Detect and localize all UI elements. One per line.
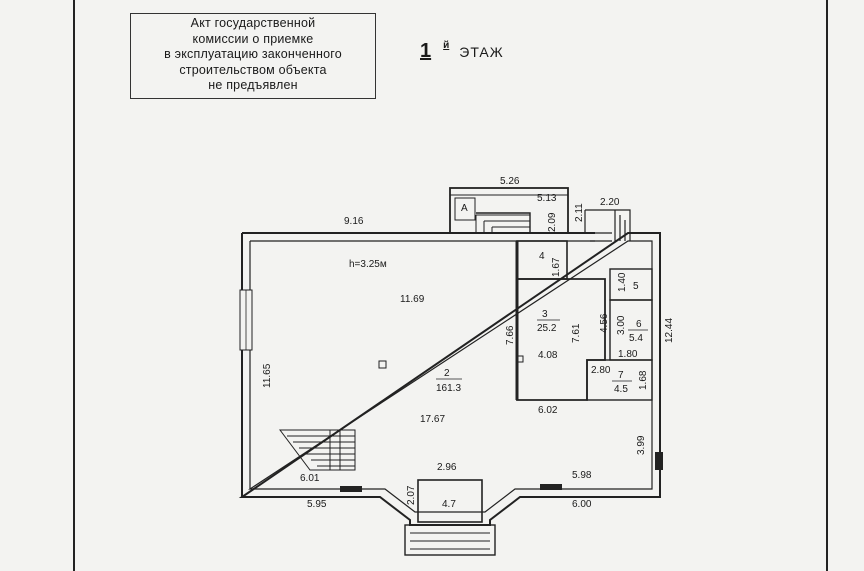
dim-porch-top: 5.26 <box>500 176 520 187</box>
dim-bottom-right-upper: 5.98 <box>572 470 592 481</box>
entry-area: 4.7 <box>442 499 456 510</box>
dim-porch-side: 2.09 <box>547 212 558 232</box>
dim-room7-side: 1.68 <box>638 370 649 390</box>
room-5-number: 5 <box>633 281 639 292</box>
dim-room7-top: 2.80 <box>591 365 611 376</box>
dim-entry-side: 2.07 <box>406 485 417 505</box>
room-4-number: 4 <box>539 251 545 262</box>
room-2-number: 2 <box>444 368 450 379</box>
room-7 <box>586 359 653 401</box>
stamp-line: строительством объекта <box>179 62 327 77</box>
dim-room3-left: 7.66 <box>505 325 516 345</box>
stamp-line: Акт государственной <box>190 16 316 30</box>
ceiling-height: h=3.25м <box>349 259 387 270</box>
dim-room3-right: 7.61 <box>571 323 582 343</box>
room-7-area: 4.5 <box>614 384 628 395</box>
dim-porch-right: 2.11 <box>574 203 585 222</box>
frame-left-line <box>73 0 75 571</box>
dim-right-top: 2.20 <box>600 197 620 208</box>
window-right <box>655 452 663 470</box>
room-2-area: 161.3 <box>436 383 461 394</box>
dim-bottom-left-lower: 5.95 <box>307 499 327 510</box>
floor-word: ЭТАЖ <box>459 44 504 60</box>
room-7-number: 7 <box>618 370 624 381</box>
dim-entry-top: 2.96 <box>437 462 457 473</box>
dim-room5-side: 1.40 <box>617 272 628 292</box>
dim-right-wall: 12.44 <box>664 318 675 343</box>
room-3-area: 25.2 <box>537 323 557 334</box>
stamp-line: не предъявлен <box>208 78 298 92</box>
dim-right-lower: 3.99 <box>636 435 647 455</box>
dim-room3-inner: 4.08 <box>538 350 558 361</box>
floor-number: 1 <box>420 40 432 62</box>
dim-room6-side2: 4.56 <box>599 313 610 333</box>
porch-a <box>449 187 569 234</box>
dim-hall-width: 11.69 <box>400 294 425 305</box>
entry-vestibule <box>404 479 496 556</box>
dim-porch-inner: 5.13 <box>537 193 557 204</box>
room-6-area: 5.4 <box>629 333 643 344</box>
dim-bottom-left-upper: 6.01 <box>300 473 320 484</box>
stamp-line: комиссии о приемке <box>192 31 314 46</box>
window-bottom-right <box>540 484 562 490</box>
room-3-number: 3 <box>542 309 548 320</box>
commission-stamp: Акт государственной комиссии о приемке в… <box>130 13 376 99</box>
room-6-number: 6 <box>636 319 642 330</box>
dim-left-wall: 11.65 <box>262 363 273 388</box>
dim-room4-side: 1.67 <box>551 257 562 277</box>
stamp-line: в эксплуатацию законченного <box>164 47 342 61</box>
floor-suffix: й <box>443 40 450 51</box>
frame-right-line <box>826 0 828 571</box>
dim-room6-bottom: 1.80 <box>618 349 638 360</box>
porch-right <box>584 209 631 242</box>
interior-stairs <box>279 429 356 471</box>
room-3 <box>516 278 606 401</box>
dim-room6-side1: 3.00 <box>616 315 627 335</box>
porch-letter: А <box>461 203 468 214</box>
dim-room3-bottom: 6.02 <box>538 405 558 416</box>
dim-bottom-right-lower: 6.00 <box>572 499 592 510</box>
dim-hall-depth: 17.67 <box>420 414 445 425</box>
dim-top-left-wall: 9.16 <box>344 216 364 227</box>
column <box>378 360 387 369</box>
window-bottom-left <box>340 486 362 492</box>
